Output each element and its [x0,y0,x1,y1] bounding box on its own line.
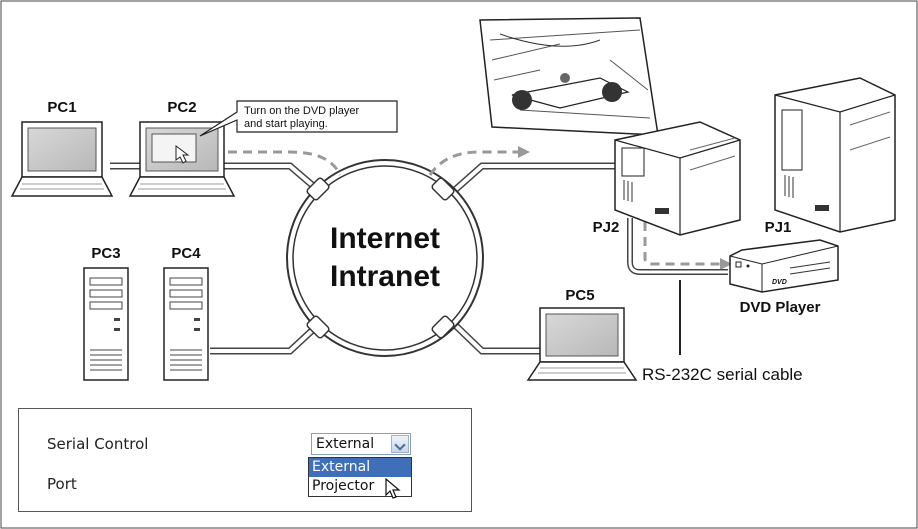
serial-control-selected-value: External [316,436,375,452]
pc3-tower [83,267,129,381]
data-flow-arrows [228,150,722,266]
dropdown-option-external[interactable]: External [309,458,411,477]
pc5-laptop [526,307,638,381]
dvd-logo: DVD [772,279,787,286]
network-label-internet: Internet [330,222,440,255]
serial-control-dropdown: External Projector [308,457,412,499]
callout-bubble: Turn on the DVD player and start playing… [199,100,398,137]
flow-arrow-to-dvd [643,222,722,266]
pc1-laptop [10,121,114,197]
callout-line-1: Turn on the DVD player [244,105,359,117]
mouse-pointer-icon [385,478,401,499]
pj2-label: PJ2 [593,219,620,236]
serial-control-label: Serial Control [47,435,149,453]
pc1-label: PC1 [47,99,76,116]
pc5-label: PC5 [565,287,594,304]
pc3-label: PC3 [91,245,120,262]
network-label-intranet: Intranet [330,260,440,293]
dropdown-option-projector[interactable]: Projector [312,478,375,494]
flow-arrow-pc2 [228,150,342,176]
pc2-label: PC2 [167,99,196,116]
chevron-down-icon[interactable] [391,435,409,453]
pc4-label: PC4 [171,245,201,262]
rs232c-cable [627,218,728,355]
pc2-laptop [128,121,236,197]
connector-top-left [306,177,330,201]
rs232c-cable-label: RS-232C serial cable [642,365,803,384]
projected-image [479,17,659,136]
connector-bottom-right [431,315,455,339]
arrow-heads [518,146,732,270]
internet-ring: Internet Intranet [286,159,484,357]
pj1-projector [774,77,896,233]
pj1-label: PJ1 [765,219,792,236]
dvd-player-label: DVD Player [740,299,821,316]
hand-cursor-icon [175,145,190,164]
callout-line-2: and start playing. [244,118,328,130]
pc4-tower [163,267,209,381]
serial-control-select[interactable]: External [311,433,411,455]
connector-top-right [431,177,455,201]
dvd-player: DVD [729,239,839,293]
pj2-projector [614,121,741,236]
port-label: Port [47,475,77,493]
flow-arrow-to-pj2 [428,150,520,176]
connector-bottom-left [306,315,330,339]
serial-control-panel: Serial Control Port External External Pr… [18,408,472,512]
